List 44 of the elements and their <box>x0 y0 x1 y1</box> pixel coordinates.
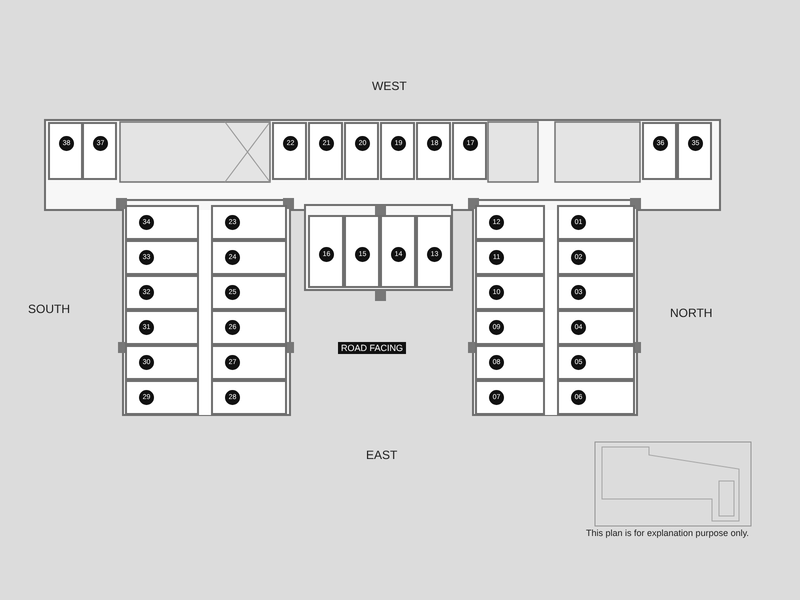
apartment-unit <box>211 345 287 380</box>
apartment-unit <box>475 310 545 345</box>
compass-direction-label: EAST <box>366 448 398 462</box>
apartment-unit <box>557 240 635 275</box>
apartment-unit <box>211 380 287 415</box>
apartment-unit <box>308 122 343 180</box>
apartment-unit <box>125 380 199 415</box>
compass-direction-label: WEST <box>372 79 407 93</box>
apartment-unit <box>344 215 380 288</box>
apartment-unit <box>308 215 344 288</box>
apartment-unit <box>452 122 487 180</box>
apartment-unit <box>211 240 287 275</box>
apartment-unit <box>125 345 199 380</box>
apartment-unit <box>211 275 287 310</box>
apartment-unit <box>211 310 287 345</box>
compass-direction-label: SOUTH <box>28 302 70 316</box>
apartment-unit <box>557 345 635 380</box>
apartment-unit <box>48 122 83 180</box>
apartment-unit <box>475 380 545 415</box>
apartment-unit <box>557 275 635 310</box>
apartment-unit <box>677 122 712 180</box>
apartment-unit <box>475 240 545 275</box>
apartment-unit <box>475 275 545 310</box>
apartment-unit <box>344 122 379 180</box>
apartment-unit <box>380 215 416 288</box>
apartment-unit <box>557 310 635 345</box>
apartment-unit <box>125 205 199 240</box>
apartment-unit <box>82 122 117 180</box>
disclaimer-note: This plan is for explanation purpose only. <box>586 528 749 538</box>
apartment-unit <box>642 122 677 180</box>
apartment-unit <box>416 122 451 180</box>
apartment-unit <box>557 205 635 240</box>
road-facing-tag: ROAD FACING <box>338 342 406 354</box>
apartment-unit <box>125 240 199 275</box>
compass-direction-label: NORTH <box>670 306 712 320</box>
apartment-unit <box>475 205 545 240</box>
apartment-unit <box>125 275 199 310</box>
apartment-unit <box>272 122 307 180</box>
apartment-unit <box>416 215 452 288</box>
apartment-unit <box>380 122 415 180</box>
apartment-unit <box>557 380 635 415</box>
apartment-unit <box>475 345 545 380</box>
apartment-unit <box>125 310 199 345</box>
apartment-unit <box>211 205 287 240</box>
